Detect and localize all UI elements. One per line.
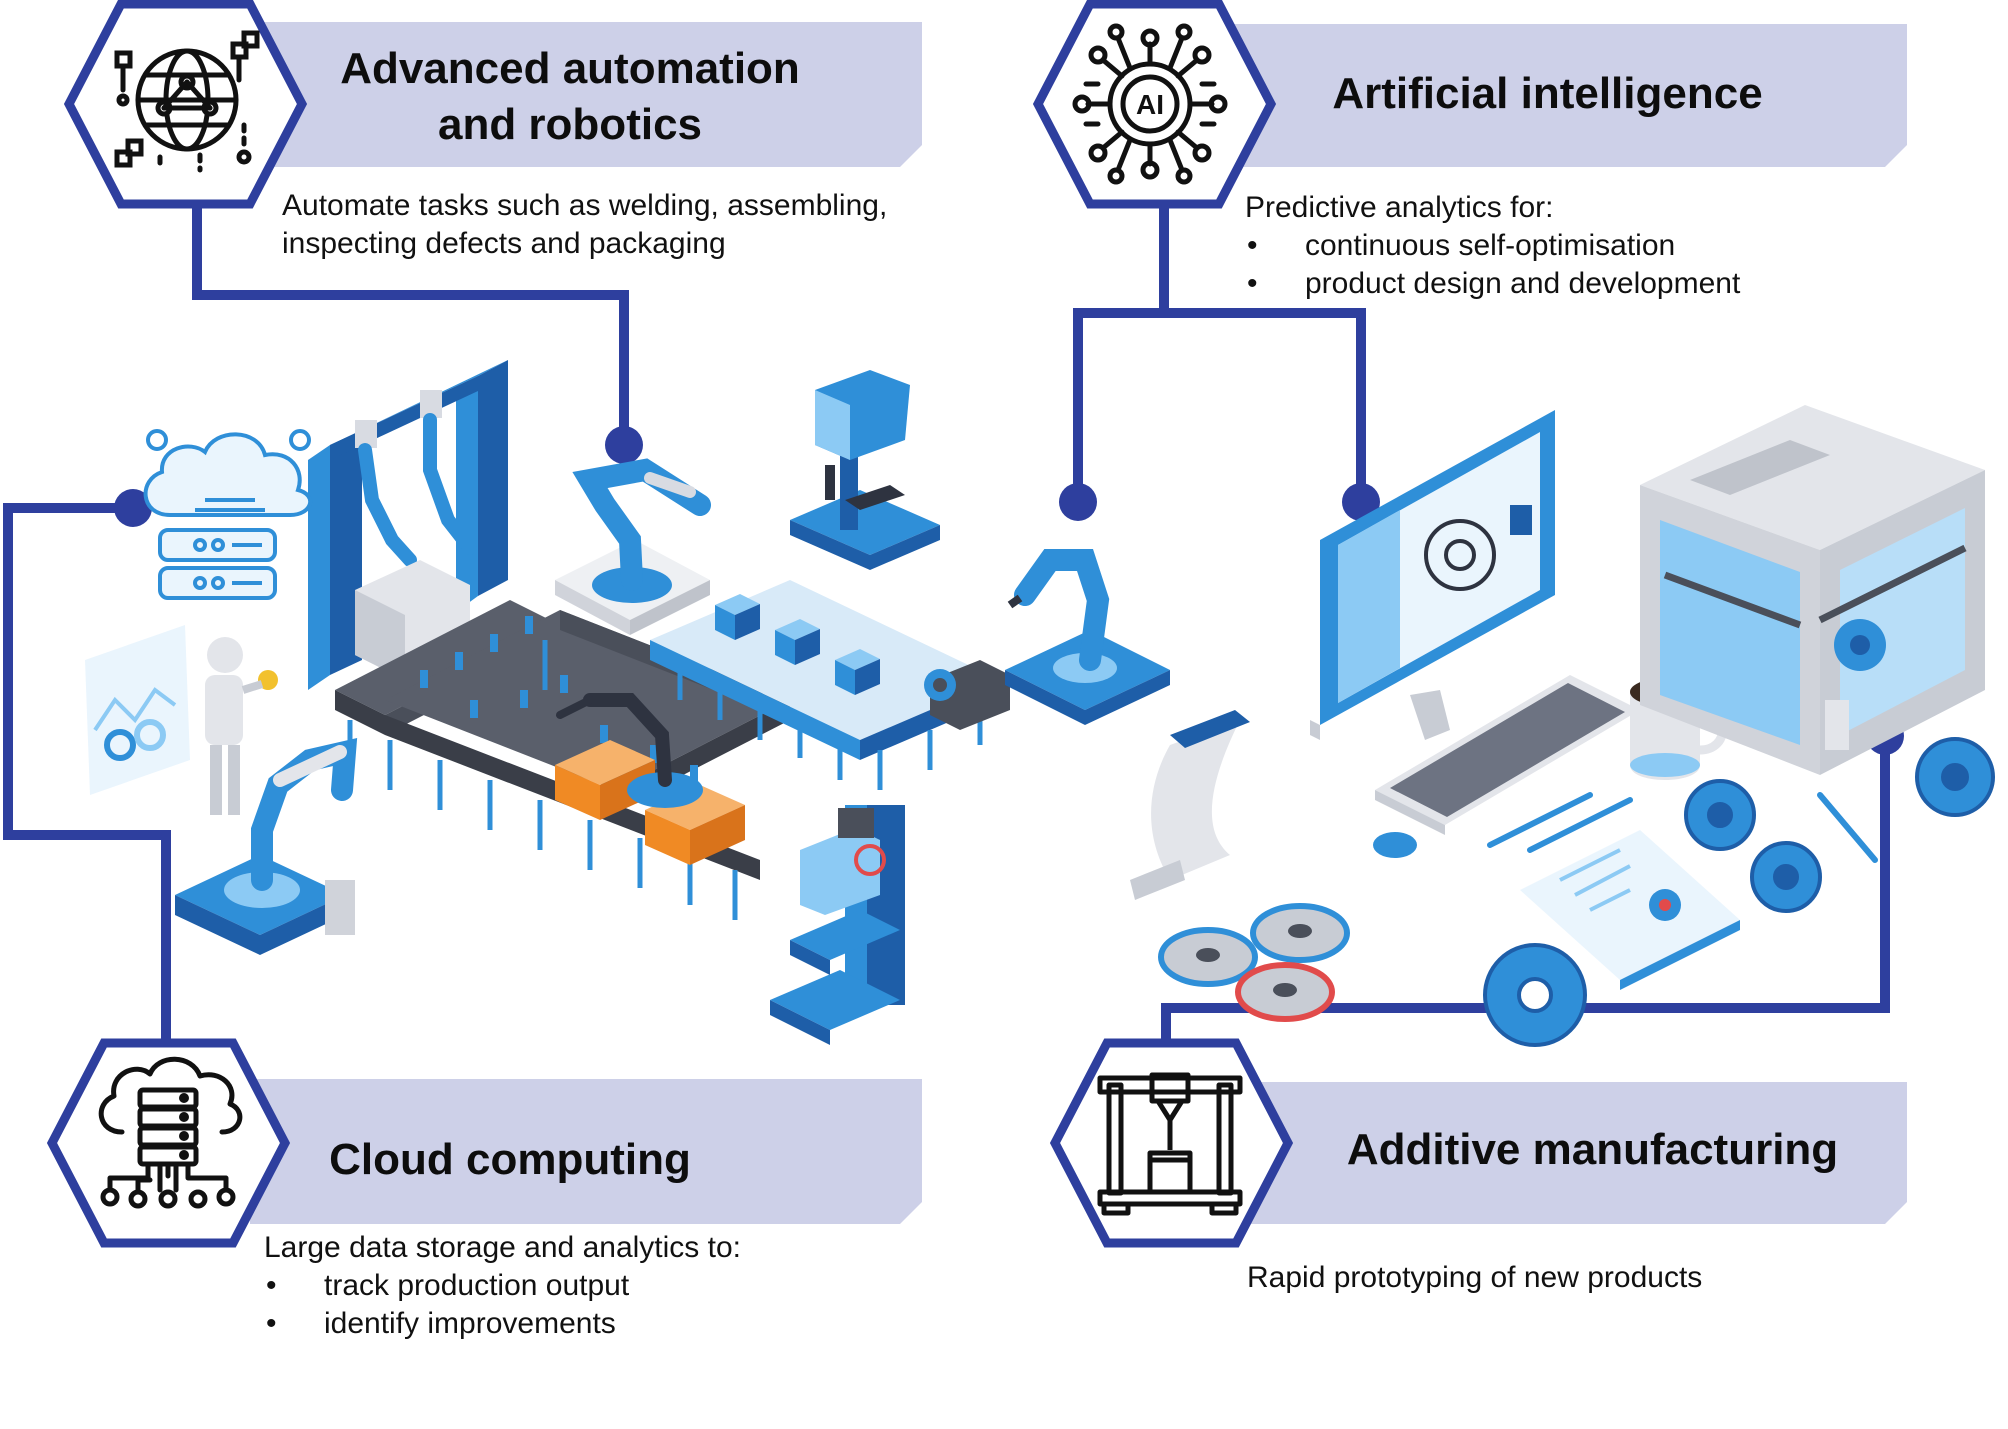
- additive-banner: [1240, 1082, 1907, 1224]
- ai-connector-dot-right: [1342, 483, 1380, 521]
- cloud-bullet: identify improvements: [264, 1305, 864, 1343]
- cloud-server-icon: [98, 1056, 243, 1209]
- automation-description: Automate tasks such as welding, assembli…: [282, 187, 1002, 263]
- ai-connector-dot-left: [1059, 483, 1097, 521]
- cloud-bullet: track production output: [264, 1267, 864, 1305]
- 3d-printer-icon: [1097, 1072, 1243, 1216]
- automation-banner: [255, 22, 922, 167]
- conveyor-belt-right: [650, 580, 1010, 790]
- robot-arm-top: [555, 458, 711, 635]
- ai-connector: [1073, 205, 1366, 500]
- ai-bullet: continuous self-optimisation: [1245, 227, 1905, 265]
- drill-press: [790, 370, 940, 570]
- robot-arm-right: [1005, 549, 1170, 725]
- automation-connector-dot: [605, 426, 643, 464]
- cloud-title: Cloud computing: [329, 1135, 691, 1184]
- ai-intro: Predictive analytics for:: [1245, 191, 1554, 224]
- additive-title: Additive manufacturing: [1346, 1125, 1839, 1174]
- globe-network-icon: [114, 30, 260, 173]
- automation-desc-line2: inspecting defects and packaging: [282, 227, 726, 260]
- ai-bullet: product design and development: [1245, 265, 1905, 303]
- robot-arm-bottom-left: [175, 737, 358, 955]
- cloud-intro: Large data storage and analytics to:: [264, 1231, 741, 1264]
- cloud-server-illustration: [143, 429, 313, 600]
- milling-machine: [770, 805, 905, 1045]
- gears: [1483, 737, 1995, 1047]
- kiosk-stand: [1130, 710, 1250, 900]
- cloud-connector-dot: [114, 489, 152, 527]
- cloud-description: Large data storage and analytics to: tra…: [264, 1229, 864, 1343]
- ai-title: Artificial intelligence: [1332, 69, 1763, 118]
- automation-hexagon: [63, 0, 308, 209]
- automation-connector: [192, 203, 629, 445]
- keyboard: [1373, 675, 1640, 858]
- factory-illustration: [85, 360, 1995, 1047]
- additive-description: Rapid prototyping of new products: [1247, 1261, 1703, 1294]
- automation-title: Advanced automation and robotics: [300, 41, 840, 153]
- ai-description: Predictive analytics for: continuous sel…: [1245, 189, 1905, 303]
- notebook: [1487, 792, 1878, 990]
- filament-spools: [1158, 903, 1350, 1022]
- automation-desc-line1: Automate tasks such as welding, assembli…: [282, 189, 888, 222]
- cloud-connector: [3, 503, 171, 1040]
- 3d-printer-machine: [1640, 405, 1985, 775]
- ai-banner: [1220, 24, 1907, 167]
- cloud-banner: [250, 1079, 922, 1224]
- humanoid-robot: [85, 625, 278, 815]
- ai-hexagon: [1032, 0, 1277, 209]
- computer-monitor: [1310, 410, 1555, 740]
- automation-title-line2: and robotics: [437, 100, 703, 149]
- ai-chip-icon: AI: [1072, 23, 1228, 185]
- cargo-boxes: [555, 740, 745, 865]
- small-robot-arm: [556, 693, 703, 808]
- svg-text:AI: AI: [1136, 89, 1164, 120]
- automation-title-line1: Advanced automation: [340, 44, 800, 93]
